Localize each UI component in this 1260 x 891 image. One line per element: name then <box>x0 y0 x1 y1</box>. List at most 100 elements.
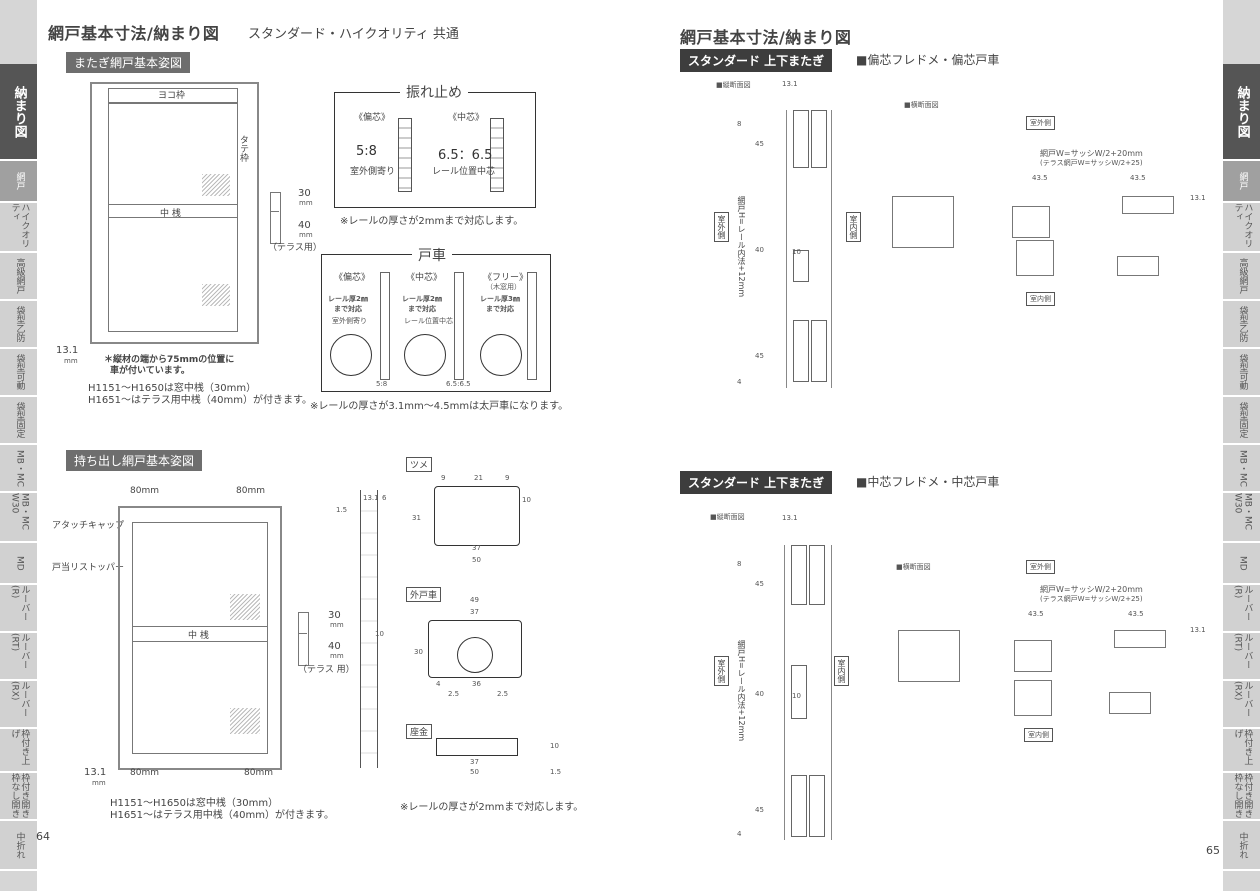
matagi-d40: 40 <box>298 220 311 231</box>
right-index-tab-5[interactable]: 袋型乙防 <box>1223 301 1260 349</box>
right-index-tab-11[interactable]: ルーバー(R) <box>1223 585 1260 633</box>
mochi-mullion-section <box>298 612 309 666</box>
right-index-tab-16[interactable]: 中折れ <box>1223 821 1260 871</box>
mochi-d40-unit: mm <box>330 652 344 660</box>
left-index-tab-16[interactable]: 中折れ <box>0 821 37 871</box>
tsume-d50: 50 <box>472 556 481 564</box>
tsume-d10: 10 <box>522 496 531 504</box>
left-index-tab-11[interactable]: ルーバー(R) <box>0 585 37 633</box>
left-index-tab-2[interactable]: 網戸 <box>0 161 37 203</box>
sec1-osan-label: ■横断面図 <box>904 101 939 109</box>
matagi-dim-13: 13.1 <box>56 345 79 356</box>
soto-d30: 30 <box>414 648 423 656</box>
left-index-tab-14[interactable]: 枠付き上げ <box>0 729 37 773</box>
left-index-tab-12[interactable]: ルーバー(RT) <box>0 633 37 681</box>
sec2-subheader: ■中芯フレドメ・中芯戸車 <box>856 475 1000 489</box>
right-index-tab-15[interactable]: 枠付き開き 枠なし開き <box>1223 773 1260 821</box>
left-index-tab-4[interactable]: 高級網戸 <box>0 253 37 301</box>
tosha-d1a: レール厚2㎜ <box>328 295 368 303</box>
zagane-d37: 37 <box>470 758 479 766</box>
side-dim-15: 1.5 <box>336 506 348 514</box>
matagi-terrace-label: （テラス用） <box>268 243 322 253</box>
mochi-side-section <box>360 490 378 768</box>
sec2-d131: 13.1 <box>782 514 798 522</box>
sec1-in-box: 室内側 <box>1026 292 1055 306</box>
left-index-tab-label: 高級網戸 <box>14 258 25 294</box>
right-index-tab-7[interactable]: 袋型固定 <box>1223 397 1260 445</box>
right-index-tab-8[interactable]: MB・MC <box>1223 445 1260 493</box>
right-index-tab-4[interactable]: 高級網戸 <box>1223 253 1260 301</box>
right-index-tab-13[interactable]: ルーバー(RX) <box>1223 681 1260 729</box>
left-index-tab-5[interactable]: 袋型乙防 <box>0 301 37 349</box>
mochi-d30-unit: mm <box>330 621 344 629</box>
tosha-d2c: レール位置中芯 <box>404 317 453 325</box>
sec2-in-box: 室内側 <box>1024 728 1053 742</box>
tosha-d1c: 室外側寄り <box>332 317 367 325</box>
left-index-tab-label: ルーバー(R) <box>9 585 30 621</box>
left-index-tab-8[interactable]: MB・MC <box>0 445 37 493</box>
sec1-outside-label: 室外側 <box>714 212 729 242</box>
left-index-tab-label: 納まり図 <box>11 85 27 138</box>
matagi-d30: 30 <box>298 188 311 199</box>
left-index-tab-label: 中折れ <box>14 831 25 859</box>
tosha-d2a: レール厚2㎜ <box>402 295 442 303</box>
fure-ratio-2: 6.5：6.5 <box>438 148 493 163</box>
sec1-out-box: 室外側 <box>1026 116 1055 130</box>
right-page-number: 65 <box>1206 844 1220 857</box>
right-index-tab-3[interactable]: ハイクオリティ <box>1223 203 1260 253</box>
right-index-tab-label: MB・MC W30 <box>1232 493 1253 530</box>
left-index-tab-label: 枠付き開き 枠なし開き <box>9 773 30 818</box>
fure-henshin-part <box>398 118 412 192</box>
sec2-out-box: 室外側 <box>1026 560 1055 574</box>
sec2-d435b: 43.5 <box>1128 610 1144 618</box>
tosha-title: 戸車 <box>412 245 452 265</box>
left-index-tab-6[interactable]: 袋型可動 <box>0 349 37 397</box>
mochi-frame-drawing <box>118 506 282 770</box>
right-index-tab-label: ルーバー(R) <box>1232 585 1253 621</box>
right-index-tab-6[interactable]: 袋型可動 <box>1223 349 1260 397</box>
matagi-tate-label: タテ枠 <box>238 135 248 162</box>
soto-d4: 4 <box>436 680 441 688</box>
left-index-tab-10[interactable]: MD <box>0 543 37 585</box>
tosha-col3-sub: （木窓用） <box>486 283 521 291</box>
left-index-tab-label: MB・MC <box>14 449 25 487</box>
sotohasha-label: 外戸車 <box>406 587 442 602</box>
tosha-d1b: まで対応 <box>334 305 362 313</box>
right-index-tab-label: ルーバー(RT) <box>1232 633 1253 669</box>
fure-caption-2: レール位置中芯 <box>432 167 496 177</box>
right-index-tab-label: 納まり図 <box>1234 85 1250 138</box>
right-index-tab-9[interactable]: MB・MC W30 <box>1223 493 1260 543</box>
sec1-w-formula2: (テラス網戸W=サッシW/2+25) <box>1040 159 1143 167</box>
left-index-tab-label: 袋型固定 <box>14 402 25 438</box>
tosha-col2-label: 《中芯》 <box>406 273 443 283</box>
left-index-tab-9[interactable]: MB・MC W30 <box>0 493 37 543</box>
matagi-dim-13-unit: mm <box>64 357 78 365</box>
sec1-h-formula: 網戸H=レール内法+12mm <box>737 196 746 298</box>
right-index-tab-2[interactable]: 網戸 <box>1223 161 1260 203</box>
left-page-subtitle: スタンダード・ハイクオリティ 共通 <box>248 27 459 42</box>
tsume-d9b: 9 <box>505 474 510 482</box>
left-index-tab-13[interactable]: ルーバー(RX) <box>0 681 37 729</box>
fure-note: ※レールの厚さが2mmまで対応します。 <box>340 216 524 227</box>
left-index-tab-3[interactable]: ハイクオリティ <box>0 203 37 253</box>
left-index-tab-7[interactable]: 袋型固定 <box>0 397 37 445</box>
tosha-note: ※レールの厚さが3.1mm〜4.5mmは太戸車になります。 <box>310 401 569 412</box>
right-index-tab-12[interactable]: ルーバー(RT) <box>1223 633 1260 681</box>
left-index-tab-1[interactable]: 納まり図 <box>0 64 37 161</box>
tosha-strip-3 <box>527 272 537 380</box>
matagi-mullion-section <box>270 192 281 244</box>
right-page-title: 網戸基本寸法/納まり図 <box>680 28 852 47</box>
sec1-d131: 13.1 <box>782 80 798 88</box>
left-index-tab-15[interactable]: 枠付き開き 枠なし開き <box>0 773 37 821</box>
right-index-tab-14[interactable]: 枠付き上げ <box>1223 729 1260 773</box>
fure-dome-title: 振れ止め <box>400 82 468 102</box>
mochi-d30: 30 <box>328 610 341 621</box>
left-index-tab-label: 袋型可動 <box>14 354 25 390</box>
right-index-tab-10[interactable]: MD <box>1223 543 1260 585</box>
sec1-d4: 4 <box>737 378 742 386</box>
tsume-d31: 31 <box>412 514 421 522</box>
mochi-terrace-label: （テラス 用） <box>298 665 355 675</box>
right-index-tab-1[interactable]: 納まり図 <box>1223 64 1260 161</box>
fure-chushin-label: 《中芯》 <box>448 113 485 123</box>
left-index-tab-label: 網戸 <box>14 172 25 190</box>
